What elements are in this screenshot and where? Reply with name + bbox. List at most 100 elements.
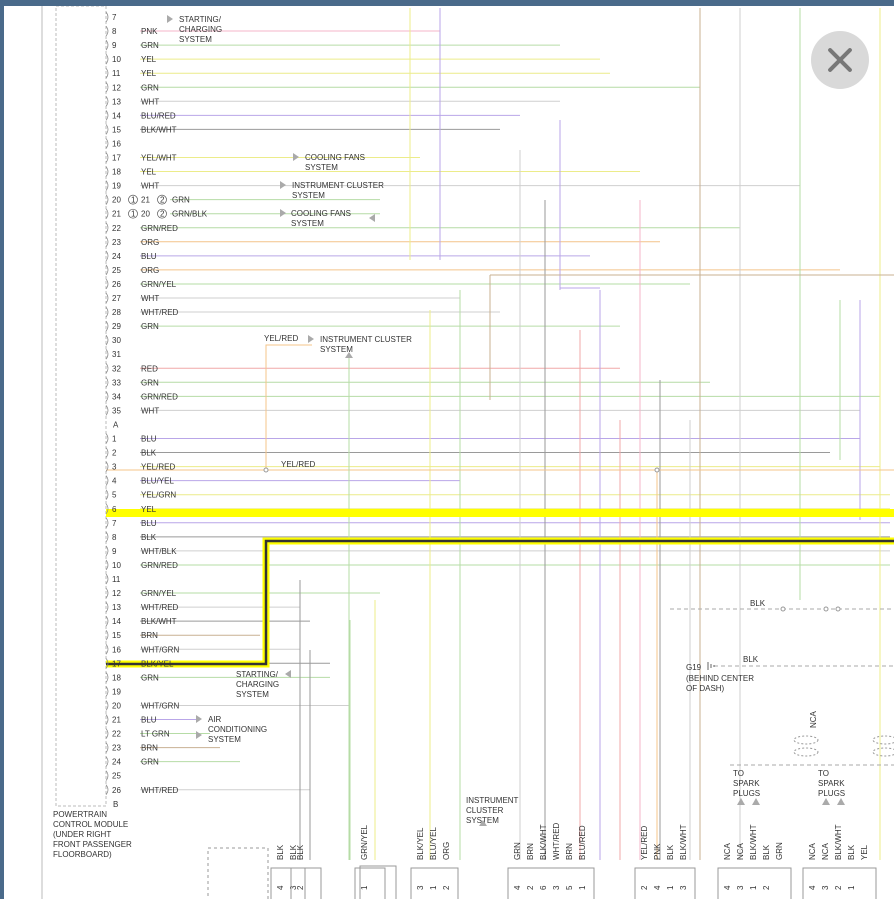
pin-bracket: [105, 531, 109, 543]
pin-bracket: [105, 461, 109, 472]
wire-color-label: BLU/YEL: [141, 477, 174, 486]
pin-number: 20: [141, 210, 150, 219]
pin-bracket: [105, 180, 109, 191]
system-label: INSTRUMENT: [466, 796, 519, 805]
pin-number: 12: [112, 83, 121, 92]
bottom-connector: [507, 867, 595, 899]
pin-number: 12: [112, 589, 121, 598]
wire-color-label: GRN/RED: [141, 224, 178, 233]
pin-number: 1: [360, 885, 369, 890]
pin-number: 2: [112, 449, 117, 458]
arrow-icon: [345, 352, 353, 358]
wire-color-label: GRN/YEL: [141, 589, 177, 598]
system-label: COOLING FANS: [291, 209, 351, 218]
wire-color-label: BLK: [141, 449, 157, 458]
pin-number: 32: [112, 364, 121, 373]
wire-color-label: GRN: [141, 41, 159, 50]
pin-bracket: [105, 517, 109, 529]
wire-color-label: BLU: [141, 519, 157, 528]
wire-color-label: BRN: [141, 744, 158, 753]
arrow-icon: [280, 209, 286, 217]
splice-dot: [823, 606, 829, 612]
pin-number: 7: [112, 519, 117, 528]
wire-color-label: WHT: [141, 182, 159, 191]
pin-number: 7: [112, 13, 117, 22]
pin-number: 13: [112, 603, 121, 612]
close-button[interactable]: [811, 31, 869, 89]
arrow-icon: [737, 798, 745, 805]
pin-number: 14: [112, 111, 121, 120]
wire-color-label: WHT/RED: [141, 308, 179, 317]
wire-color-label: YEL/WHT: [141, 154, 177, 163]
pin-number: 4: [276, 885, 285, 890]
highlight-layer: [106, 509, 894, 668]
pin-bracket: [105, 67, 109, 79]
arrow-icon: [285, 670, 291, 678]
shield-icon: [872, 747, 894, 757]
wire-color-label: GRN/YEL: [141, 280, 177, 289]
wire-color-label: BLK: [141, 533, 157, 542]
module-label: FRONT PASSENGER: [53, 840, 132, 849]
pin-bracket: [105, 222, 109, 233]
system-label: PLUGS: [818, 789, 845, 798]
pin-number: 6: [539, 885, 548, 890]
pin-bracket: [105, 615, 109, 627]
pin-bracket: [105, 53, 109, 65]
pin-number: 8: [112, 533, 117, 542]
wire-color-label: WHT/GRN: [141, 701, 179, 710]
pin-bracket: [105, 714, 109, 725]
pin-bracket: [105, 278, 109, 290]
pin-number: 14: [112, 617, 121, 626]
pin-bracket: [105, 447, 109, 458]
pin-bracket: [105, 728, 109, 739]
pin-number: 4: [653, 885, 662, 890]
wire-color-label: BRN: [526, 843, 535, 860]
pin-number: 3: [679, 885, 688, 890]
wire-color-label: BLK/YEL: [141, 659, 174, 668]
bottom-connector: [802, 867, 877, 899]
pin-number: 21: [112, 716, 121, 725]
system-label: SYSTEM: [292, 191, 325, 200]
system-label: SYSTEM: [305, 163, 338, 172]
wire-color-label: BLK: [296, 844, 305, 860]
wire-color-label: GRN/RED: [141, 561, 178, 570]
pin-number: 34: [112, 392, 121, 401]
wire-color-label: BLK: [743, 655, 759, 664]
pin-number: 10: [112, 55, 121, 64]
system-label: STARTING/: [236, 670, 279, 679]
wire-color-label: WHT/BLK: [141, 547, 177, 556]
wire-color-label: GRN: [141, 322, 159, 331]
wire-color-label: GRN: [775, 842, 784, 860]
option-number: 2: [160, 196, 165, 205]
wire-color-label: YEL/RED: [281, 460, 315, 469]
wire-color-label: NCA: [808, 842, 817, 860]
pin-number: 19: [112, 182, 121, 191]
pin-number: 21: [112, 210, 121, 219]
system-label: SPARK: [818, 779, 845, 788]
pin-number: 3: [552, 885, 561, 890]
arrow-icon: [822, 798, 830, 805]
option-circle-icon: [128, 208, 138, 219]
pin-bracket: [105, 306, 109, 318]
wire-color-label: WHT: [141, 97, 159, 106]
system-label: TO: [733, 769, 744, 778]
pin-number: 22: [112, 224, 121, 233]
pin-number: 3: [112, 463, 117, 472]
wire-color-label: BLK/WHT: [749, 824, 758, 860]
pin-number: 25: [112, 266, 121, 275]
pin-bracket: [105, 25, 109, 37]
pin-number: 28: [112, 308, 121, 317]
pin-bracket: [105, 363, 109, 374]
wire-color-label: BLK: [750, 599, 766, 608]
pin-number: 9: [112, 547, 117, 556]
pin-bracket: [105, 475, 109, 486]
pin-bracket: [105, 770, 109, 781]
wire-color-label: GRN/RED: [141, 392, 178, 401]
system-label: CLUSTER: [466, 806, 504, 815]
wire-color-label: GRN: [141, 673, 159, 682]
pin-bracket: [105, 672, 109, 683]
pin-number: 1: [749, 885, 758, 890]
arrow-icon: [752, 798, 760, 805]
pin-number: 26: [112, 280, 121, 289]
